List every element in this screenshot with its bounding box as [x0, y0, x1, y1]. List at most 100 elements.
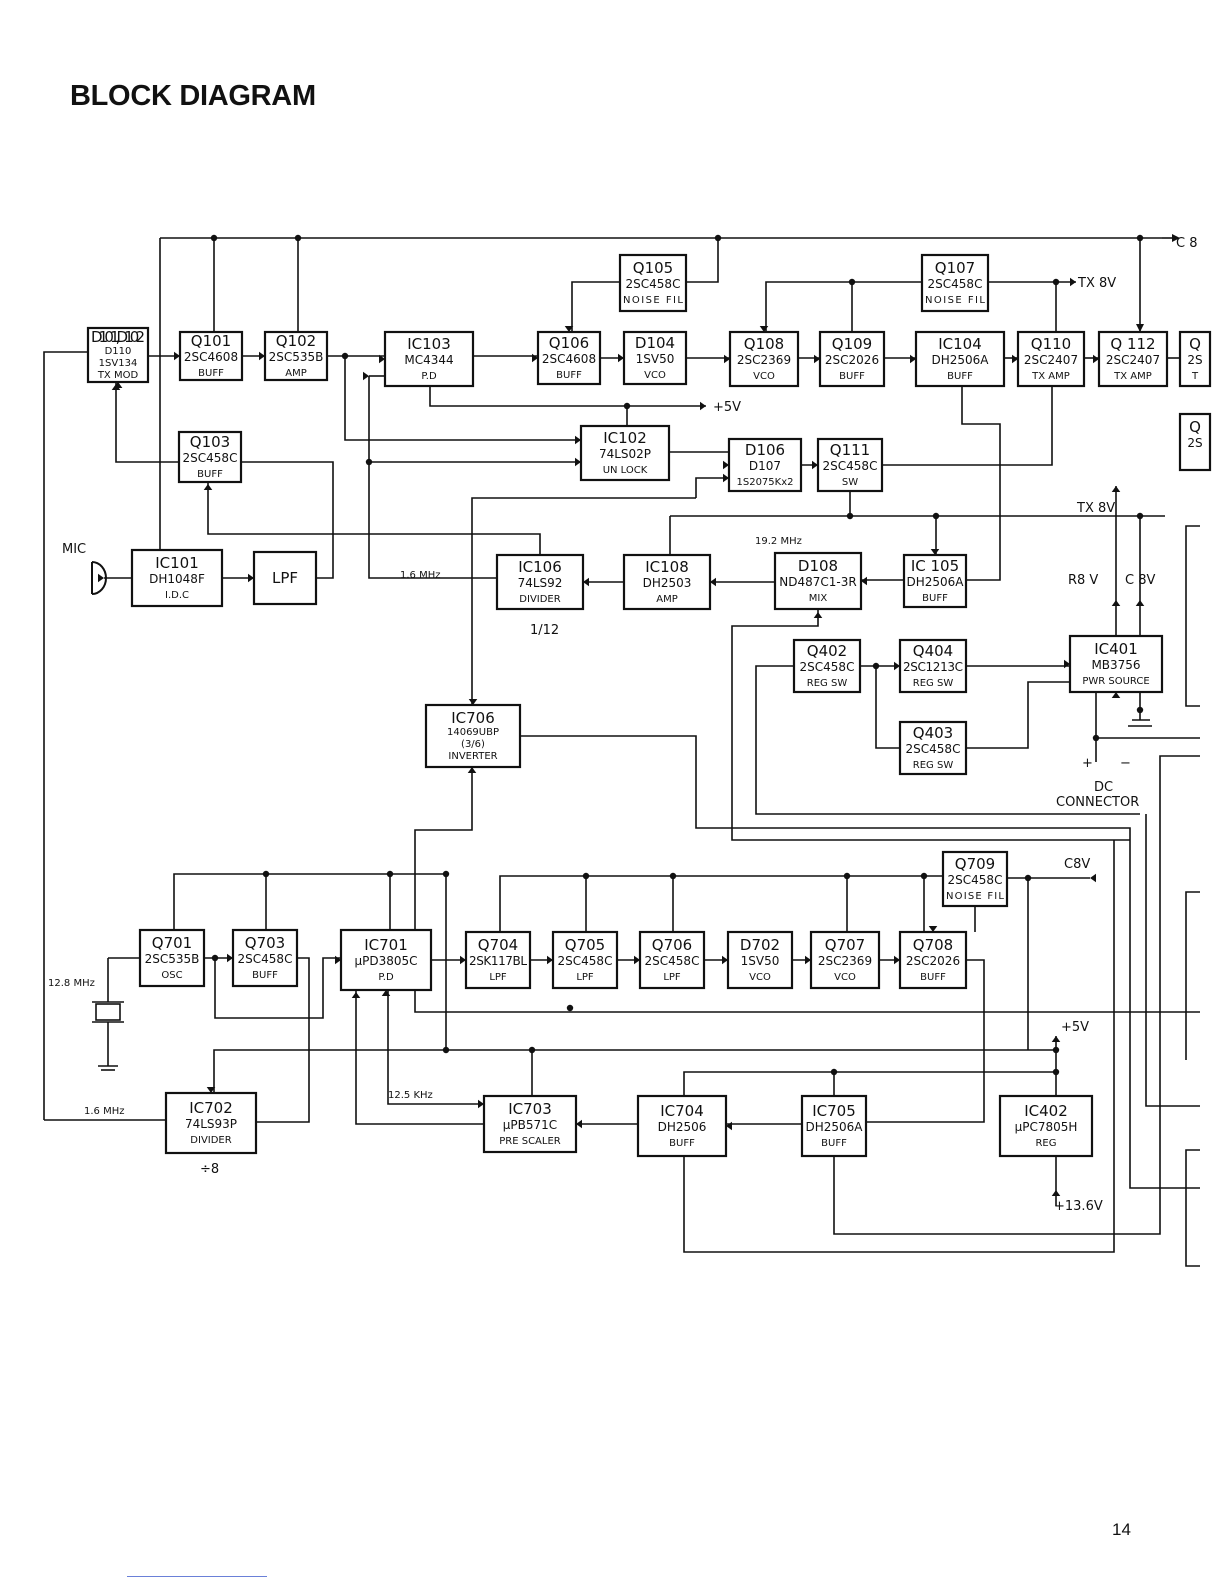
block-text: NOISE FIL: [946, 891, 1004, 902]
block-text: BUFF: [922, 593, 948, 604]
block-text: Q111: [830, 441, 870, 459]
block-text: AMP: [285, 368, 307, 379]
block-text: MIX: [809, 593, 828, 604]
block-text: Q110: [1031, 335, 1071, 353]
diagram-label: 1.6 MHz: [400, 570, 440, 581]
arrowhead: [1051, 1190, 1061, 1196]
block-text: Q102: [276, 332, 316, 350]
block-text: 74LS02P: [599, 447, 651, 461]
diagram-label: +5V: [1061, 1020, 1089, 1035]
block-text: IC103: [407, 335, 451, 353]
microphone-icon: [91, 561, 107, 595]
block-text: D106: [745, 441, 785, 459]
diagram-label: 12.8 MHz: [48, 978, 95, 989]
block-text: NOISE FIL: [925, 295, 985, 306]
block-text: 1SV50: [741, 954, 780, 968]
block-text: Q701: [152, 934, 192, 952]
block-text: IC101: [155, 554, 199, 572]
block-text: Q101: [191, 332, 231, 350]
diagram-label: TX 8V: [1077, 276, 1116, 291]
block-text: 2SC2026: [825, 353, 879, 367]
junction-dot: [623, 402, 631, 410]
block-text: Q709: [955, 855, 995, 873]
block-text: 2SK117BL: [469, 954, 527, 968]
block-text: VCO: [749, 972, 771, 983]
block-text: I.D.C: [165, 590, 189, 601]
junction-dot: [1136, 234, 1144, 242]
block-text: TX AMP: [1031, 371, 1070, 382]
block-text: 2SC458C: [183, 451, 238, 465]
junction-dot: [848, 278, 856, 286]
arrowhead: [724, 354, 730, 364]
block-text: VCO: [644, 370, 666, 381]
arrowhead: [363, 371, 369, 381]
block-text: ND487C1-3R: [779, 575, 856, 589]
block-text: OSC: [161, 970, 182, 981]
block-text: 1SV134: [99, 358, 138, 369]
block-text: 2SC535B: [145, 952, 200, 966]
arrowhead: [910, 354, 916, 364]
block-text: Q703: [245, 934, 285, 952]
block-text: Q103: [190, 433, 230, 451]
junction-dot: [442, 870, 450, 878]
block-text: 74LS92: [518, 576, 563, 590]
diagram-label: TX 8V: [1076, 501, 1115, 516]
block-text: 2SC458C: [558, 954, 613, 968]
junction-dots: [210, 234, 1144, 1076]
block-text: Q706: [652, 936, 692, 954]
junction-dot: [1052, 278, 1060, 286]
arrowhead: [206, 1087, 216, 1093]
arrowhead: [98, 573, 104, 583]
arrowhead: [1111, 486, 1121, 492]
block-text: 2SC458C: [823, 459, 878, 473]
block-text: BUFF: [839, 371, 865, 382]
block-text: 2SC535B: [269, 350, 324, 364]
block-text: D107: [749, 459, 781, 473]
junction-dot: [872, 662, 880, 670]
block-text: IC706: [451, 709, 495, 727]
junction-dot: [1136, 706, 1144, 714]
junction-dot: [1024, 874, 1032, 882]
junction-dot: [1052, 1068, 1060, 1076]
block-text: LPF: [576, 972, 594, 983]
block-text: BUFF: [252, 970, 278, 981]
block-text: T: [1191, 371, 1199, 382]
block-q114: Q2S: [1178, 412, 1212, 472]
block-text: DIVIDER: [519, 594, 560, 605]
block-text: REG SW: [913, 760, 954, 771]
block-text: D108: [798, 557, 838, 575]
block-text: VCO: [753, 371, 775, 382]
block-text: 2SC4608: [184, 350, 238, 364]
block-text: IC701: [364, 936, 408, 954]
block-text: 74LS93P: [185, 1117, 237, 1131]
block-text: D104: [635, 334, 675, 352]
block-text: Q: [1189, 335, 1201, 353]
block-text: 2S: [1187, 436, 1202, 450]
block-text: LPF: [272, 569, 298, 587]
block-text: TX AMP: [1113, 371, 1152, 382]
arrowhead: [1111, 692, 1121, 698]
block-text: (3/6): [461, 739, 485, 750]
arrowhead: [861, 576, 867, 586]
block-text: LPF: [489, 972, 507, 983]
arrowhead: [467, 767, 477, 773]
block-text: Q106: [549, 334, 589, 352]
diagram-label: 1/12: [530, 623, 559, 638]
block-text: Q707: [825, 936, 865, 954]
